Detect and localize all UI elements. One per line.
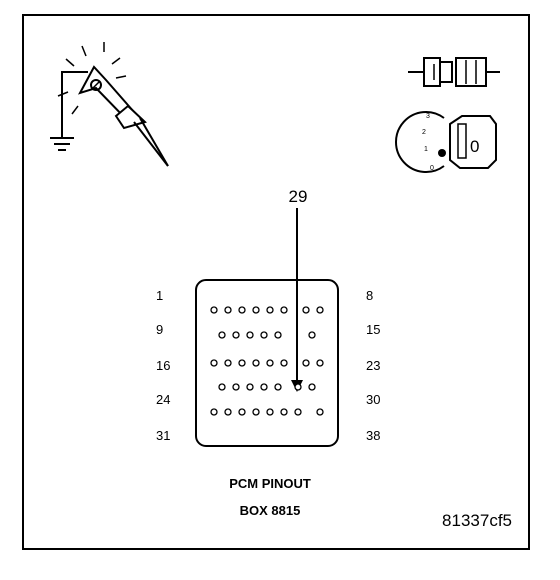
ignition-position-1: 1 [424, 146, 428, 153]
connector-pin-hole [316, 306, 324, 314]
ignition-position-0: 0 [430, 165, 434, 172]
connector-pin-hole [294, 408, 302, 416]
ignition-position-3: 3 [426, 113, 430, 120]
connector-pin-hole [266, 408, 274, 416]
connector-pin-hole [252, 408, 260, 416]
diagram-frame [22, 14, 530, 550]
connector-pins [210, 306, 324, 416]
connector-pin-hole [316, 359, 324, 367]
disconnected-connector-icon [408, 57, 500, 87]
connector-pin-hole [246, 383, 254, 391]
connector-pin-hole [280, 306, 288, 314]
connector-pin-hole [224, 408, 232, 416]
connector-pin-hole [252, 359, 260, 367]
pin-label-left-row3: 16 [156, 358, 170, 373]
connector-pin-hole [280, 408, 288, 416]
connector-pin-hole [266, 359, 274, 367]
connector-pin-hole [224, 306, 232, 314]
connector-pin-hole [274, 383, 282, 391]
connector-pin-hole [280, 359, 288, 367]
connector-pin-hole [238, 306, 246, 314]
connector-pin-hole [224, 359, 232, 367]
pin-label-right-row1: 8 [366, 288, 373, 303]
connector-pin-hole [232, 331, 240, 339]
connector-pin-hole [238, 408, 246, 416]
ignition-key-off-icon: 0 3 2 1 0 [395, 111, 497, 173]
ignition-key-label: 0 [470, 137, 479, 156]
connector-pin-hole [308, 383, 316, 391]
pin-label-right-row2: 15 [366, 322, 380, 337]
pin-label-left-row5: 31 [156, 428, 170, 443]
test-probe-ground-icon [50, 42, 169, 167]
connector-pin-hole [294, 383, 302, 391]
connector-pin-hole [266, 306, 274, 314]
pin-label-left-row1: 1 [156, 288, 163, 303]
caption-box: BOX 8815 [240, 503, 301, 518]
connector-pin-hole [232, 383, 240, 391]
pin-label-right-row5: 38 [366, 428, 380, 443]
figure-code: 81337cf5 [442, 511, 512, 530]
caption-title: PCM PINOUT [229, 476, 311, 491]
callout-pin-number: 29 [289, 187, 308, 206]
connector-pin-hole [218, 383, 226, 391]
connector-pin-hole [302, 306, 310, 314]
pin-label-right-row4: 30 [366, 392, 380, 407]
pcm-connector-face [195, 279, 339, 447]
connector-pin-hole [260, 383, 268, 391]
connector-pin-hole [308, 331, 316, 339]
connector-pin-hole [210, 408, 218, 416]
connector-pin-hole [274, 331, 282, 339]
pin-label-left-row2: 9 [156, 322, 163, 337]
connector-pin-hole [252, 306, 260, 314]
connector-pin-hole [238, 359, 246, 367]
connector-pin-hole [302, 359, 310, 367]
connector-pin-hole [210, 306, 218, 314]
connector-pin-hole [260, 331, 268, 339]
connector-pin-hole [210, 359, 218, 367]
connector-pin-hole [316, 408, 324, 416]
connector-pin-hole [246, 331, 254, 339]
connector-pin-hole [218, 331, 226, 339]
ignition-position-2: 2 [422, 129, 426, 136]
pin-label-left-row4: 24 [156, 392, 170, 407]
pin-label-right-row3: 23 [366, 358, 380, 373]
